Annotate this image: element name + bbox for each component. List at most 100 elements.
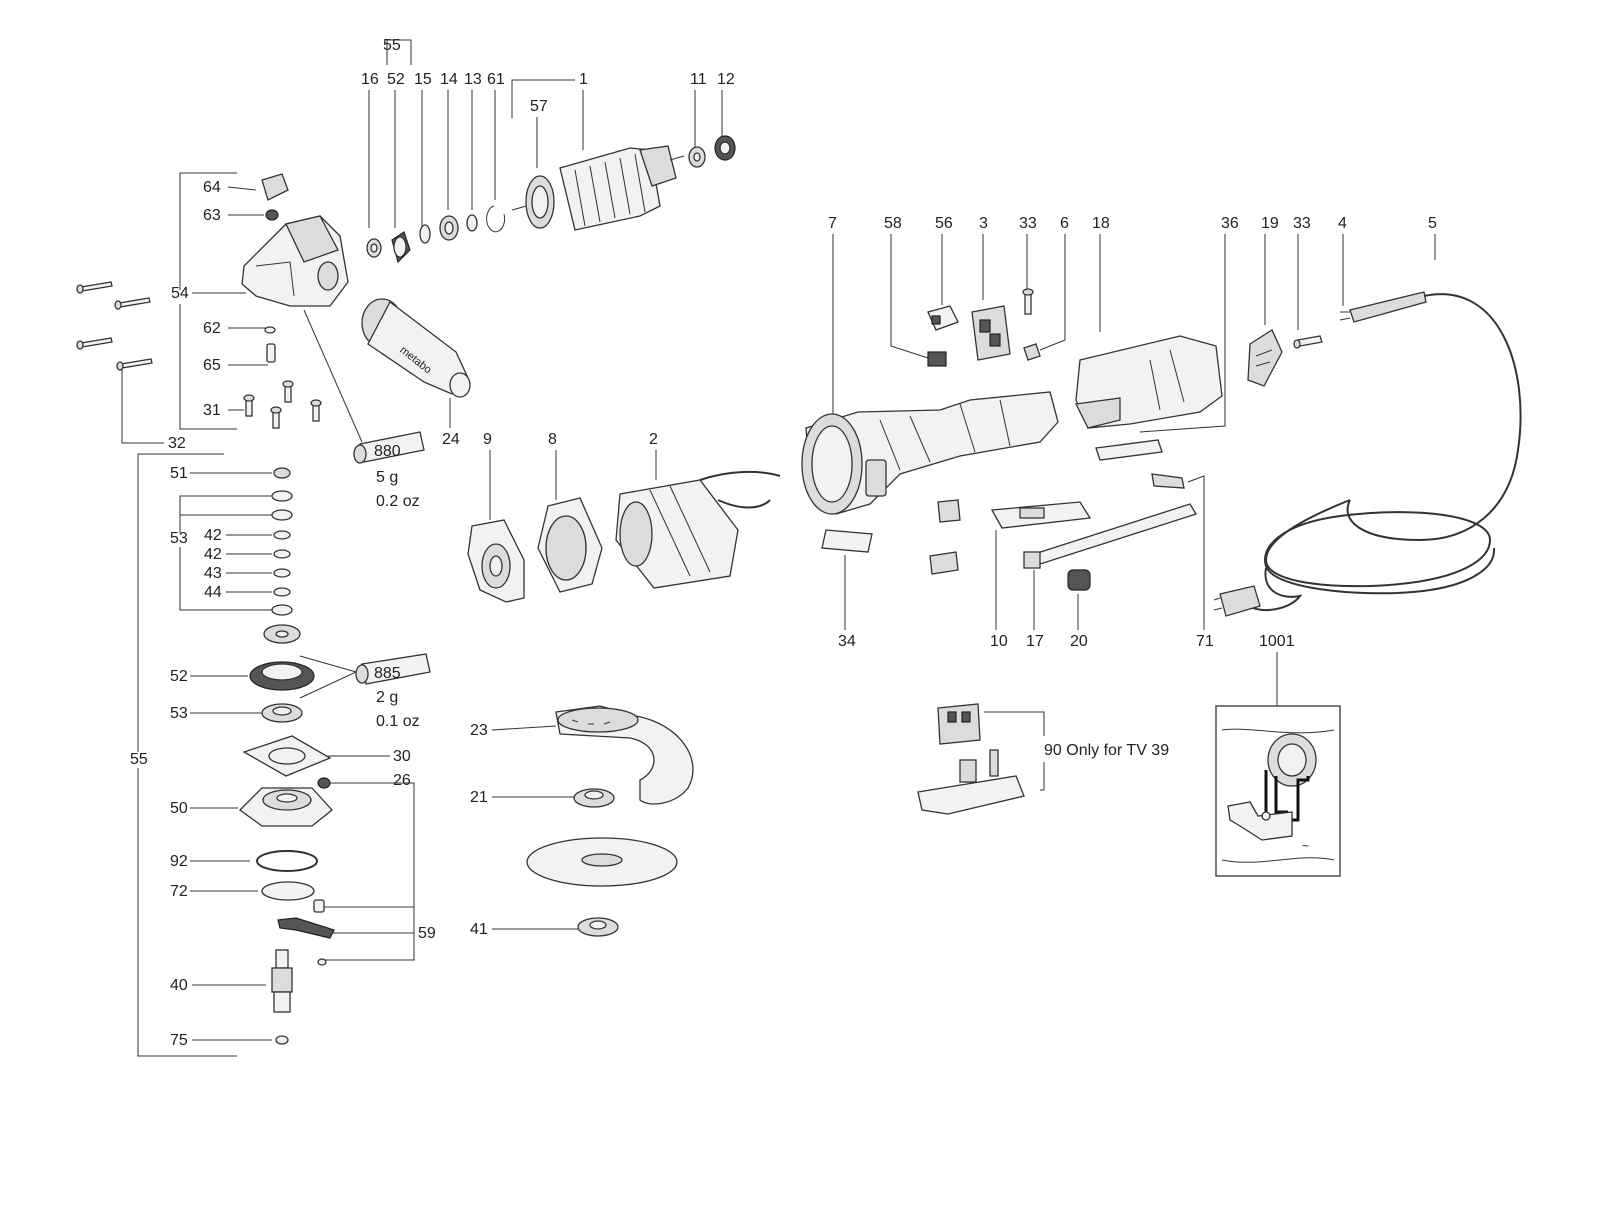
switch-rod-17-part: 17 — [1023, 503, 1197, 650]
slider-20-part: 20 — [1067, 569, 1091, 650]
label-58: 58 — [884, 215, 902, 232]
flange-part — [263, 624, 301, 644]
label-1: 1 — [579, 71, 588, 88]
label-62: 62 — [203, 320, 221, 337]
bearing-14-part — [439, 215, 459, 241]
label-64: 64 — [203, 179, 221, 196]
label-24: 24 — [442, 431, 460, 448]
middle-group: 9 8 2 23 — [467, 431, 781, 938]
label-23: 23 — [470, 722, 488, 739]
gear-head-group: 64 63 54 62 65 31 32 — [76, 172, 471, 510]
label-92: 92 — [170, 853, 188, 870]
label-40: 40 — [170, 977, 188, 994]
label-33-b: 33 — [1293, 215, 1311, 232]
screws-32-part — [76, 281, 153, 371]
label-9: 9 — [483, 431, 492, 448]
bearing-flange-50-part — [239, 787, 333, 827]
label-43: 43 — [204, 565, 222, 582]
label-3: 3 — [979, 215, 988, 232]
label-90: 90 Only for TV 39 — [1044, 742, 1169, 759]
grease-885-part: 885 2 g 0.1 oz — [299, 653, 431, 730]
label-59: 59 — [418, 925, 436, 942]
cover-18-part — [1075, 335, 1223, 429]
grease-880-part: 880 5 g 0.2 oz — [303, 309, 425, 510]
label-20: 20 — [1070, 633, 1088, 650]
label-2g: 2 g — [376, 689, 398, 706]
label-65: 65 — [203, 357, 221, 374]
label-51: 51 — [170, 465, 188, 482]
label-16: 16 — [361, 71, 379, 88]
label-21: 21 — [470, 789, 488, 806]
label-36: 36 — [1221, 215, 1239, 232]
stator-2-part — [615, 470, 781, 589]
screw-26-part — [317, 777, 331, 789]
washer-53b-part — [271, 509, 293, 521]
label-34-part: 34 — [821, 529, 873, 650]
label-54: 54 — [171, 285, 189, 302]
strain-relief-19-part — [1247, 329, 1283, 387]
washer-72-part — [261, 881, 315, 901]
label-42-b: 42 — [204, 546, 222, 563]
label-55-side: 55 — [130, 751, 148, 768]
brush-holder-56-part — [927, 305, 959, 331]
label-75: 75 — [170, 1032, 188, 1049]
spindle-40-part — [271, 949, 293, 1013]
washer-42-part — [273, 530, 291, 540]
label-1001: 1001 — [1259, 633, 1295, 650]
flange-21-part: 21 — [470, 788, 615, 808]
label-17: 17 — [1026, 633, 1044, 650]
screw-33b-part — [1293, 335, 1323, 349]
motor-housing-7-part — [801, 391, 1059, 515]
washer-42b-part — [273, 549, 291, 559]
label-56: 56 — [935, 215, 953, 232]
label-5g: 5 g — [376, 469, 398, 486]
label-10: 10 — [990, 633, 1008, 650]
cap-64-part — [261, 173, 289, 201]
label-2: 2 — [649, 431, 658, 448]
pin-65-part — [266, 343, 276, 363]
crown-gear-52-part — [249, 661, 315, 691]
label-4: 4 — [1338, 215, 1347, 232]
label-52-side: 52 — [170, 668, 188, 685]
label-19: 19 — [1261, 215, 1279, 232]
label-53-b: 53 — [170, 705, 188, 722]
label-885: 885 — [374, 665, 401, 682]
label-31: 31 — [203, 402, 221, 419]
label-50: 50 — [170, 800, 188, 817]
bearing-53-part — [261, 703, 303, 723]
washer-15-part — [419, 224, 431, 244]
label-11: 11 — [690, 71, 707, 88]
label-14: 14 — [440, 71, 458, 88]
screws-31-part — [243, 380, 322, 429]
fan-guide-8-part — [537, 497, 603, 593]
label-26: 26 — [393, 772, 411, 789]
label-52-top: 52 — [387, 71, 405, 88]
washer-53-part — [271, 490, 293, 502]
gear-housing-54-part — [241, 215, 349, 307]
switch-plate-10-part: 10 — [990, 501, 1092, 650]
circlip-61-part — [486, 205, 506, 233]
ring-62-part — [264, 326, 276, 334]
label-5: 5 — [1428, 215, 1437, 232]
label-12: 12 — [717, 71, 735, 88]
brush-lower-part — [929, 499, 961, 575]
label-7: 7 — [828, 215, 837, 232]
holder-12-part — [714, 135, 736, 161]
pinion-52-part — [391, 231, 411, 264]
wiring-diagram-1001-part: 1001 ~ — [1215, 633, 1341, 877]
gasket-30-part — [242, 735, 332, 777]
ring-92-part — [256, 850, 318, 872]
plate-9-part — [467, 519, 525, 603]
label-44: 44 — [204, 584, 222, 601]
label-34: 34 — [838, 633, 856, 650]
screw-33a-part — [1022, 288, 1034, 315]
nut-41-part: 41 — [470, 917, 619, 938]
label-33-a: 33 — [1019, 215, 1037, 232]
cable-5-part — [1213, 291, 1522, 617]
brush-58-part — [927, 351, 947, 367]
label-880: 880 — [374, 443, 401, 460]
housing-group: 7 58 56 3 33 6 18 36 19 33 4 5 — [801, 215, 1522, 877]
label-32: 32 — [168, 435, 186, 452]
ring-75-part — [275, 1035, 289, 1045]
label-15: 15 — [414, 71, 432, 88]
